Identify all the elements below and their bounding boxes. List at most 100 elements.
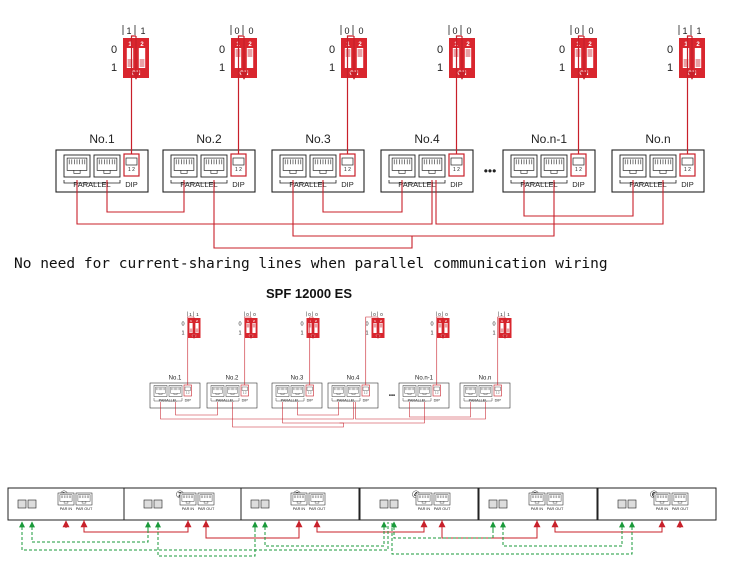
- row-label-0: 0: [181, 322, 184, 328]
- unit-1-state-2: 1: [196, 312, 199, 317]
- dip-pin-label: 2: [248, 42, 252, 48]
- rj45-latch: [215, 393, 220, 395]
- mini-dip-text: 1 2: [435, 392, 439, 395]
- top-wiring-panel: 011112ONNo.11 2PARALLELDIP010012ONNo.21 …: [55, 25, 705, 249]
- row-label-0: 0: [667, 44, 673, 56]
- unit-3-state-2: 0: [315, 312, 318, 317]
- unit-4-state-1: 0: [373, 312, 376, 317]
- mini-dip-text: 1 2: [575, 167, 582, 173]
- dip-pin-label: 2: [380, 319, 382, 323]
- unit-6-state-2: 1: [696, 26, 701, 36]
- par-link-wire: [83, 520, 189, 533]
- dip-link: [365, 316, 378, 385]
- parallel-wire: [175, 402, 218, 416]
- dip-link: [309, 316, 313, 385]
- parallel-bracket: [510, 180, 568, 184]
- dip-label: DIP: [363, 399, 370, 403]
- model-title: SPF 12000 ES: [266, 286, 352, 301]
- dip-slider: [314, 323, 318, 328]
- par-link-wire: [316, 520, 425, 533]
- unit-5-state-2: 0: [445, 312, 448, 317]
- par-link-wire: [441, 520, 538, 539]
- parallel-wire: [322, 180, 403, 213]
- rj45-latch: [629, 170, 637, 174]
- rj45-latch: [421, 501, 427, 504]
- rj45-latch: [73, 170, 81, 174]
- dip-label: DIP: [232, 180, 245, 189]
- par-in-label: PAR IN: [418, 507, 431, 511]
- mini-dip-text: 1 2: [128, 167, 135, 173]
- rj45-latch: [351, 393, 356, 395]
- parallel-label: PARALLEL: [469, 399, 488, 403]
- unit-6-state-1: 1: [682, 26, 687, 36]
- dip-slider: [506, 328, 510, 333]
- ellipsis-text: •••: [484, 164, 497, 178]
- parallel-label: PARALLEL: [73, 180, 110, 189]
- unit-label: No.n: [645, 132, 670, 146]
- row-label-1: 1: [111, 62, 117, 74]
- rj45-latch: [659, 501, 665, 504]
- mini-dip-slots: [433, 386, 440, 391]
- rj45-latch: [319, 170, 327, 174]
- parallel-label: PARALLEL: [281, 399, 300, 403]
- row-label-0: 0: [437, 44, 443, 56]
- row-label-0: 0: [329, 44, 335, 56]
- dip-slider: [438, 323, 442, 328]
- dip-link: [577, 35, 584, 154]
- share-wire: [264, 522, 385, 547]
- dip-slider: [127, 59, 133, 67]
- dip-pin-label: 2: [358, 42, 362, 48]
- dip-pin-label: 2: [588, 42, 592, 48]
- row-label-0: 0: [300, 322, 303, 328]
- dip-slider: [373, 323, 377, 328]
- share-port: [498, 499, 508, 509]
- rj45-latch: [398, 170, 406, 174]
- rj45-latch: [550, 170, 558, 174]
- share-wire: [502, 522, 623, 547]
- row-label-0: 0: [238, 322, 241, 328]
- parallel-wire: [106, 180, 185, 213]
- unit-4-state-2: 0: [380, 312, 383, 317]
- par-out-label: PAR OUT: [198, 507, 215, 511]
- unit-label: No.n: [479, 376, 492, 382]
- parallel-label: PARALLEL: [216, 399, 235, 403]
- share-port: [379, 499, 389, 509]
- dip-slider: [587, 49, 593, 57]
- parallel-label: PARALLEL: [520, 180, 557, 189]
- row-label-0: 0: [430, 322, 433, 328]
- par-out-label: PAR OUT: [309, 507, 326, 511]
- unit-1-state-1: 1: [126, 26, 131, 36]
- middle-wiring-panel: 011112ONNo.11 2PARALLELDIP010012ONNo.21 …: [149, 311, 512, 428]
- dip-link: [497, 316, 505, 385]
- mini-dip-text: 1 2: [344, 167, 351, 173]
- unit-4-state-2: 0: [466, 26, 471, 36]
- parallel-bracket: [170, 180, 228, 184]
- share-port: [389, 499, 399, 509]
- dip-slot: [138, 48, 146, 68]
- dip-pin-label: 2: [140, 42, 144, 48]
- dip-link: [237, 35, 244, 154]
- dip-label: DIP: [572, 180, 585, 189]
- par-in-label: PAR IN: [293, 507, 306, 511]
- dip-label: DIP: [242, 399, 249, 403]
- rj45-latch: [552, 501, 558, 504]
- parallel-wire: [435, 180, 664, 225]
- rj45-latch: [158, 393, 163, 395]
- parallel-bracket: [153, 398, 183, 402]
- parallel-label: PARALLEL: [629, 180, 666, 189]
- unit-6-state-1: 1: [500, 312, 503, 317]
- mini-dip-slots: [681, 157, 694, 166]
- dip-pin-label: 1: [247, 319, 249, 323]
- par-in-label: PAR IN: [531, 507, 544, 511]
- unit-2-state-2: 0: [248, 26, 253, 36]
- share-port: [260, 499, 270, 509]
- unit-label: No.1: [169, 376, 182, 382]
- unit-4-state-1: 0: [452, 26, 457, 36]
- mini-dip-text: 1 2: [186, 392, 190, 395]
- parallel-wire: [339, 402, 425, 424]
- dip-pin-label: 2: [253, 319, 255, 323]
- dip-slot: [373, 323, 377, 333]
- mini-dip-text: 1 2: [364, 392, 368, 395]
- par-out-label: PAR OUT: [547, 507, 564, 511]
